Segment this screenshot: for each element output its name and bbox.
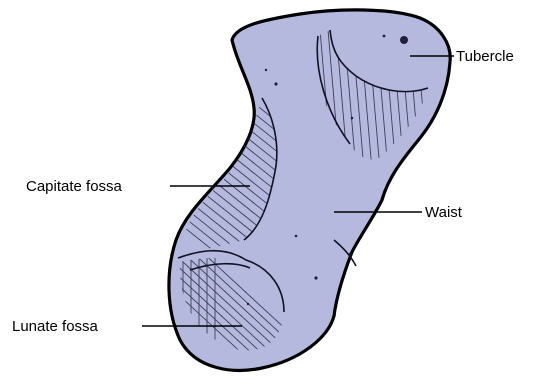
tubercle-label: Tubercle: [456, 48, 514, 65]
scaphoid-bone: [169, 10, 450, 370]
waist-label: Waist: [425, 204, 463, 221]
lunate-fossa-label: Lunate fossa: [12, 318, 99, 335]
capitate-fossa-label: Capitate fossa: [26, 178, 123, 195]
